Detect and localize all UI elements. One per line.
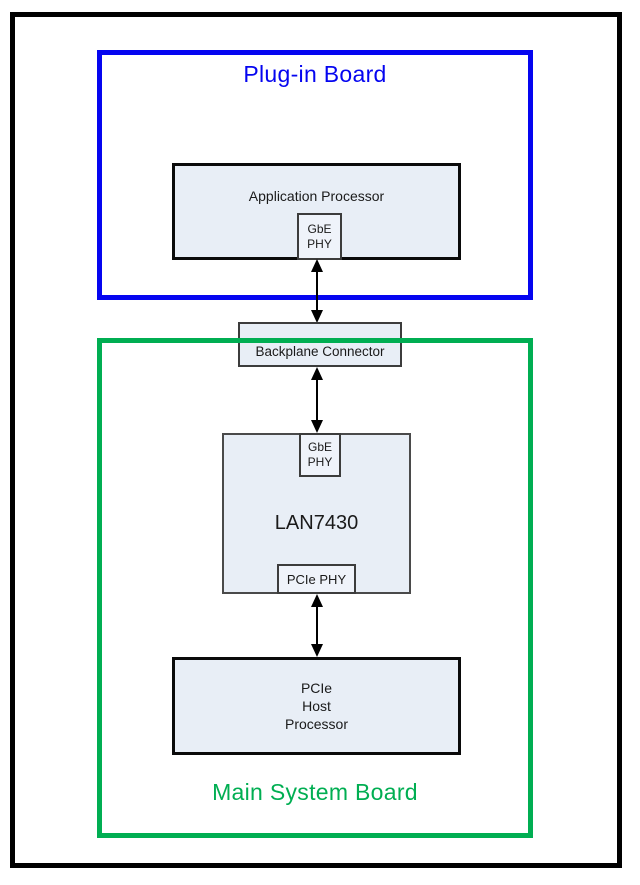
pcie-host-processor-box: PCIe Host Processor <box>172 657 461 755</box>
arrow-backplane-to-lan <box>311 367 323 433</box>
application-processor-label: Application Processor <box>248 188 385 204</box>
app-gbe-phy-box: GbE PHY <box>297 213 342 260</box>
arrow-lan-to-host <box>311 594 323 657</box>
app-gbe-phy-line2: PHY <box>307 236 332 251</box>
lan7430-label: LAN7430 <box>274 512 359 534</box>
lan-gbe-phy-line2: PHY <box>307 455 333 469</box>
lan-pcie-phy-box: PCIe PHY <box>277 564 356 594</box>
host-processor-line2: Host <box>302 698 331 714</box>
plugin-board-region <box>97 50 533 300</box>
backplane-connector-box: Backplane Connector <box>238 322 402 367</box>
host-processor-line3: Processor <box>284 716 349 732</box>
arrow-app-to-backplane <box>311 259 323 323</box>
host-processor-line1: PCIe <box>300 680 333 696</box>
plugin-board-title: Plug-in Board <box>243 61 387 87</box>
main-system-board-title: Main System Board <box>212 779 418 805</box>
lan-gbe-phy-line1: GbE <box>307 440 332 454</box>
lan-gbe-phy-box: GbE PHY <box>299 433 341 477</box>
application-processor-box: Application Processor GbE PHY <box>172 163 461 260</box>
page-border <box>10 12 622 868</box>
app-gbe-phy-line1: GbE <box>307 221 332 236</box>
lan7430-box: GbE PHY LAN7430 PCIe PHY <box>222 433 411 594</box>
